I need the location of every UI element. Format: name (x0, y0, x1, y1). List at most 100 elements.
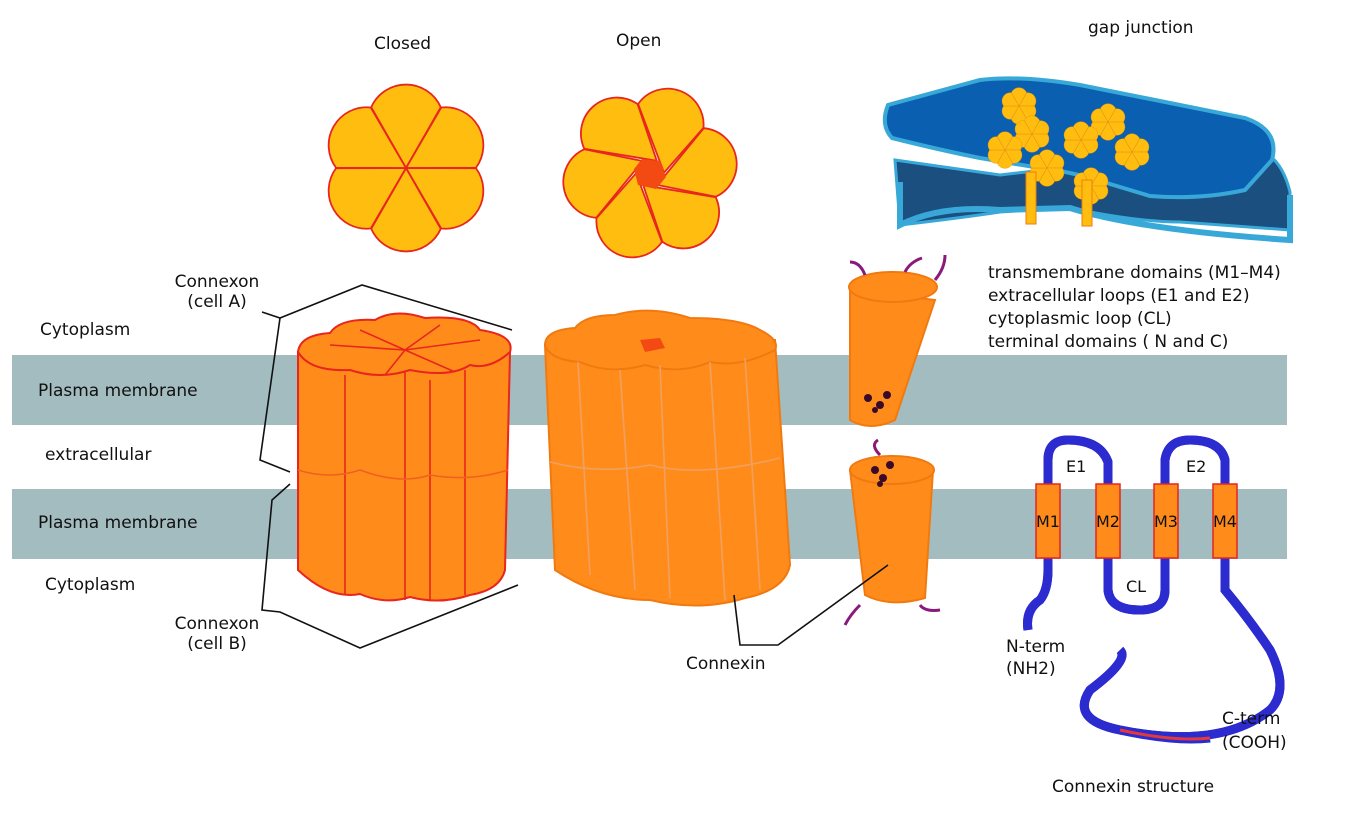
petal (1031, 120, 1050, 135)
petal (1107, 108, 1126, 123)
petal (404, 167, 485, 230)
petal (987, 149, 1006, 164)
single-connexin-upper (848, 254, 947, 427)
petal (1090, 108, 1109, 123)
plasma-membrane-bottom-label: Plasma membrane (38, 513, 198, 533)
petal (1001, 92, 1020, 107)
open-pore (634, 159, 666, 189)
petal (1080, 126, 1099, 141)
plasma-membrane-top-label: Plasma membrane (38, 381, 198, 401)
gap-junction-illustration (882, 76, 1293, 244)
connexon-mini (987, 131, 1023, 169)
petal (1083, 167, 1099, 187)
cytoplasm-bottom-label: Cytoplasm (45, 575, 136, 595)
domain-list: transmembrane domains (M1–M4) extracellu… (988, 262, 1281, 354)
petal (1090, 172, 1109, 187)
petal (1090, 185, 1109, 200)
helix-m2 (1095, 483, 1121, 559)
closed-channel-top-view (327, 83, 485, 253)
transmembrane-helices (1035, 483, 1238, 559)
petal (1131, 151, 1150, 166)
domain-item: transmembrane domains (M1–M4) (988, 263, 1281, 283)
e1-label: E1 (1066, 457, 1087, 476)
connexin-label: Connexin (686, 654, 766, 674)
petal (1039, 149, 1055, 169)
connexin-topology-strand (1028, 435, 1281, 744)
c-term-line2: (COOH) (1222, 733, 1287, 753)
petal (1107, 121, 1126, 136)
n-term-line1: N-term (1006, 637, 1066, 657)
m4-label: M4 (1213, 512, 1237, 531)
petal (1063, 139, 1082, 154)
extracellular-label: extracellular (45, 445, 152, 465)
petal (641, 184, 720, 250)
connexon-cell-b-line1: Connexon (174, 614, 260, 634)
connexon-mini (1001, 87, 1037, 125)
petal (1114, 138, 1133, 153)
domain-item: cytoplasmic loop (CL) (988, 309, 1172, 329)
petal (1124, 133, 1140, 153)
connexon-mini (1114, 133, 1150, 171)
petal (1046, 154, 1065, 169)
petal (1024, 133, 1040, 153)
petal (997, 131, 1013, 151)
petal (1080, 139, 1099, 154)
connexon-cell-b-line2: (cell B) (187, 634, 247, 655)
petal (1124, 151, 1140, 171)
petal (997, 149, 1013, 169)
petal (1031, 133, 1050, 148)
petal (327, 106, 408, 169)
petal (987, 136, 1006, 151)
petal (1063, 126, 1082, 141)
domain-item: extracellular loops (E1 and E2) (988, 286, 1250, 306)
open-label: Open (616, 31, 662, 51)
petal (370, 166, 442, 253)
helix-m3 (1153, 483, 1179, 559)
connexon-mini (1063, 121, 1099, 159)
n-term-line2: (NH2) (1006, 659, 1056, 679)
connexin-pointer (733, 564, 889, 646)
petal (1039, 167, 1055, 187)
petal (370, 83, 442, 170)
e2-label: E2 (1186, 457, 1207, 476)
petal (637, 87, 705, 175)
petal (562, 148, 645, 219)
cl-label: CL (1126, 577, 1147, 596)
petal (1073, 121, 1089, 141)
connexon-cell-b-label: Connexon (cell B) (164, 614, 270, 655)
domain-item: terminal domains ( N and C) (988, 332, 1229, 352)
m2-label: M2 (1096, 512, 1120, 531)
n-term-label: N-term (NH2) (1006, 636, 1065, 680)
petal (1014, 120, 1033, 135)
connexon-cell-a-line1: Connexon (174, 272, 260, 292)
connexon-open-stack (543, 309, 792, 607)
petal (1004, 136, 1023, 151)
m1-label: M1 (1036, 512, 1060, 531)
connexon-cell-a-line2: (cell A) (187, 292, 247, 313)
connexin-structure-caption: Connexin structure (1052, 777, 1215, 797)
connexon-cell-a-label: Connexon (cell A) (164, 272, 270, 313)
connexon-mini (1029, 149, 1065, 187)
petal (327, 167, 408, 230)
petal (1100, 121, 1116, 141)
petal (1001, 105, 1020, 120)
gap-junction-label: gap junction (1088, 18, 1194, 38)
petal (1024, 115, 1040, 135)
closed-label: Closed (374, 34, 432, 54)
petal (1004, 149, 1023, 164)
single-connexin-lower (843, 438, 941, 626)
petal (1114, 151, 1133, 166)
petal (404, 106, 485, 169)
petal (595, 171, 663, 259)
open-channel-top-view (562, 87, 738, 259)
petal (1100, 103, 1116, 123)
petal (1029, 154, 1048, 169)
helix-m1 (1035, 483, 1061, 559)
m3-label: M3 (1154, 512, 1178, 531)
cytoplasm-top-label: Cytoplasm (40, 320, 131, 340)
petal (1073, 139, 1089, 159)
petal (1011, 87, 1027, 107)
petal (580, 96, 659, 162)
